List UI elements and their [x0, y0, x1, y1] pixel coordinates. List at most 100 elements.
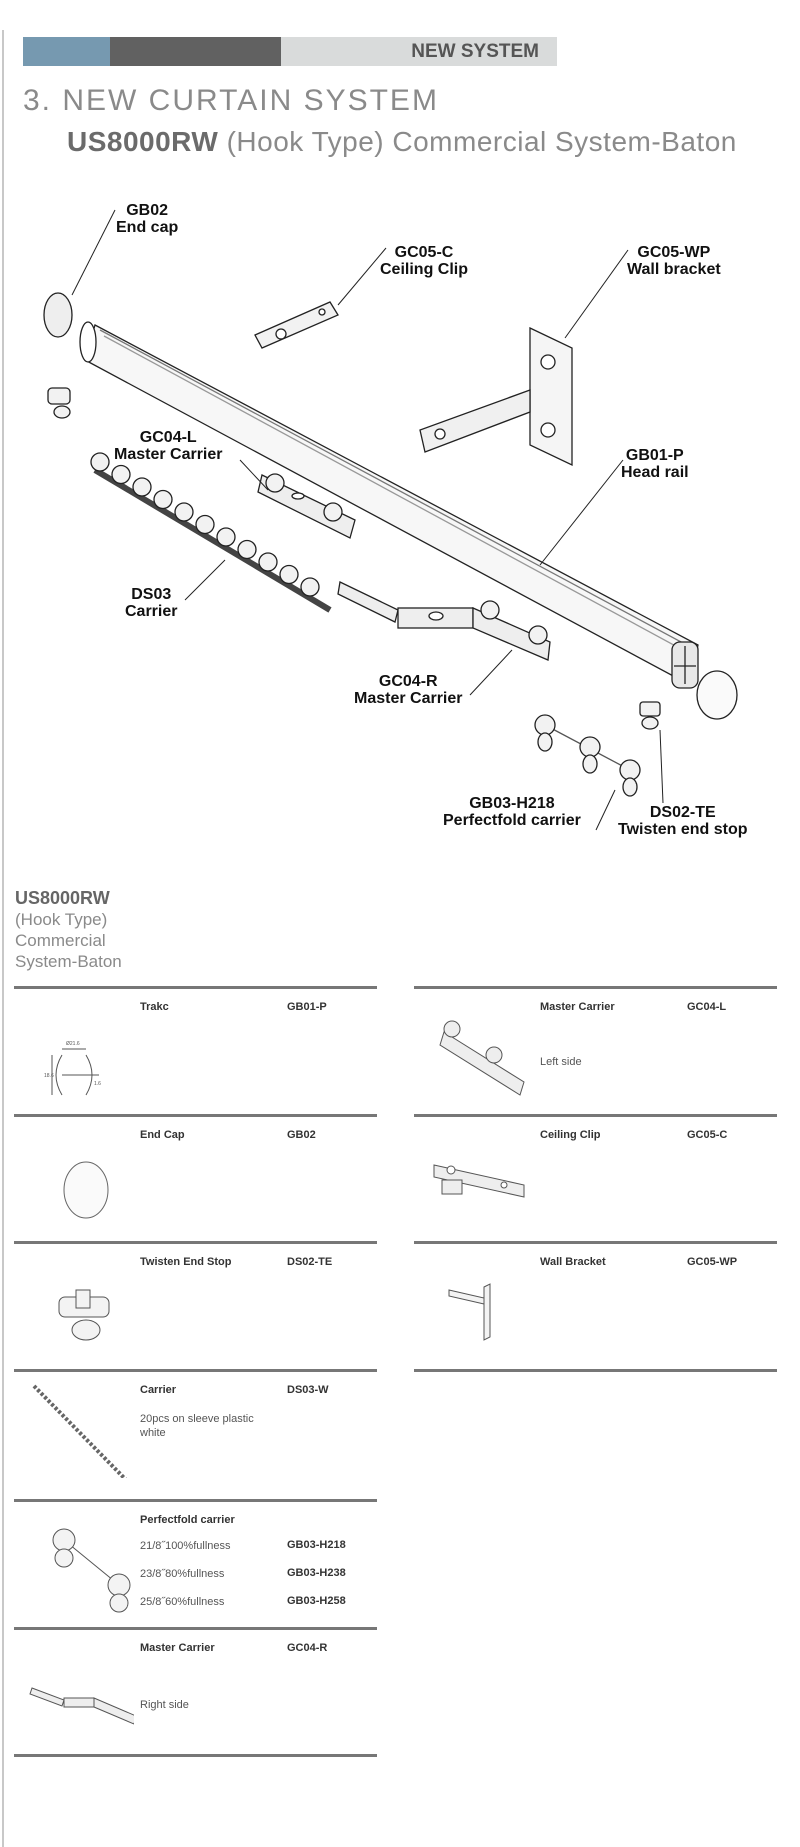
part-row-master-carrier-right: Master Carrier GC04-R Right side — [14, 1627, 377, 1755]
table-end-line-right — [414, 1369, 777, 1372]
carrier-wheel — [111, 464, 131, 485]
ceiling-clip-drawing — [254, 301, 339, 349]
variant-desc: 23/8˝80%fullness — [140, 1568, 225, 1580]
label-code: GC05-WP — [637, 244, 711, 261]
side-model: US8000RW — [15, 888, 110, 908]
part-name: Wall Bracket — [540, 1256, 606, 1268]
side-line3: System-Baton — [15, 952, 122, 971]
part-desc: 20pcs on sleeve plastic — [140, 1413, 254, 1425]
variant-code: GB03-H238 — [287, 1567, 346, 1579]
part-name: Carrier — [140, 1384, 177, 1396]
label-name: Master Carrier — [354, 690, 463, 707]
dim-gap: 1.6 — [94, 1081, 101, 1087]
part-code: GC05-WP — [687, 1256, 738, 1268]
label-name: Perfectfold carrier — [443, 812, 581, 829]
end-cap-left-drawing — [43, 292, 73, 338]
head-rail-drawing — [79, 321, 699, 689]
carrier-wheel — [216, 527, 236, 547]
carrier-wheel — [90, 452, 110, 472]
part-name: Perfectfold carrier — [140, 1514, 235, 1526]
part-row-end-cap: End Cap GB02 — [14, 1114, 377, 1242]
dim-width: Ø21.6 — [66, 1041, 80, 1047]
part-desc: Right side — [140, 1699, 189, 1711]
carrier-wheel — [153, 489, 173, 510]
side-line1: (Hook Type) — [15, 910, 108, 929]
diagram-drawing — [43, 209, 738, 831]
perfectfold-carrier-drawing — [52, 1528, 131, 1613]
variant-desc: 25/8˝60%fullness — [140, 1596, 225, 1608]
side-title: US8000RW (Hook Type) Commercial System-B… — [15, 888, 122, 972]
part-row-ceiling-clip: Ceiling Clip GC05-C — [414, 1114, 777, 1242]
carrier-wheel — [132, 477, 152, 497]
part-code: GB01-P — [287, 1001, 327, 1013]
label-name: Ceiling Clip — [380, 261, 468, 278]
carrier-wheel — [258, 552, 278, 572]
subtitle-text: (Hook Type) Commercial System-Baton — [226, 126, 737, 157]
end-cap-right-drawing — [696, 670, 738, 720]
section-header-bar: NEW SYSTEM — [23, 37, 557, 66]
wall-bracket-drawing — [448, 1283, 491, 1341]
page-title: 3. NEW CURTAIN SYSTEM — [23, 84, 439, 117]
part-code: GC04-L — [687, 1001, 727, 1013]
carrier-wheel — [174, 502, 194, 522]
variant-code: GB03-H258 — [287, 1595, 346, 1607]
part-code: GC04-R — [287, 1642, 328, 1654]
dim-height: 18.6 — [44, 1073, 54, 1079]
part-name: Twisten End Stop — [140, 1256, 232, 1268]
page-margin-line — [2, 30, 4, 1847]
model-name: US8000RW — [67, 126, 219, 157]
end-stop-right-drawing — [639, 701, 661, 730]
wall-bracket-drawing — [419, 326, 573, 467]
table-end-line-left — [14, 1754, 377, 1757]
label-name: Master Carrier — [114, 446, 223, 463]
part-desc-color: white — [140, 1427, 166, 1439]
label-name: Twisten end stop — [618, 821, 748, 838]
perfectfold-drawing — [534, 714, 641, 797]
variant-code: GB03-H218 — [287, 1539, 346, 1551]
carrier-chain-drawing — [90, 452, 332, 613]
track-profile-drawing: Ø21.6 18.6 1.6 — [44, 1041, 101, 1096]
label-code: GC04-L — [139, 429, 197, 446]
end-stop-drawing — [58, 1289, 110, 1341]
label-code: DS03 — [131, 586, 172, 603]
part-code: DS03-W — [287, 1384, 329, 1396]
ceiling-clip-drawing — [433, 1164, 525, 1198]
carrier-wheel — [195, 514, 215, 535]
label-name: End cap — [116, 219, 179, 236]
part-desc: Left side — [540, 1056, 582, 1068]
part-row-perfectfold: Perfectfold carrier 21/8˝100%fullness GB… — [14, 1499, 377, 1627]
section-tag: NEW SYSTEM — [411, 41, 539, 62]
master-carrier-left-drawing — [439, 1020, 525, 1096]
label-code: GC05-C — [394, 244, 454, 261]
label-code: GB03-H218 — [469, 795, 555, 812]
carrier-wheel — [237, 539, 257, 560]
part-code: DS02-TE — [287, 1256, 333, 1268]
carrier-strip-drawing — [32, 1384, 127, 1478]
header-dark-block — [110, 37, 281, 66]
part-row-carrier: Carrier DS03-W 20pcs on sleeve plastic w… — [14, 1369, 377, 1497]
leader-lines — [71, 209, 664, 831]
part-code: GC05-C — [687, 1129, 728, 1141]
label-code: GC04-R — [378, 673, 438, 690]
label-code: DS02-TE — [649, 804, 716, 821]
carrier-wheel — [279, 564, 299, 585]
part-name: Master Carrier — [140, 1642, 215, 1654]
label-code: GB02 — [126, 202, 169, 219]
carrier-wheel — [300, 577, 320, 597]
label-name: Head rail — [621, 464, 689, 481]
variant-desc: 21/8˝100%fullness — [140, 1540, 231, 1552]
part-code: GB02 — [287, 1129, 316, 1141]
label-name: Carrier — [125, 603, 178, 620]
part-name: Ceiling Clip — [540, 1129, 601, 1141]
part-row-end-stop: Twisten End Stop DS02-TE — [14, 1241, 377, 1369]
label-name: Wall bracket — [627, 261, 721, 278]
